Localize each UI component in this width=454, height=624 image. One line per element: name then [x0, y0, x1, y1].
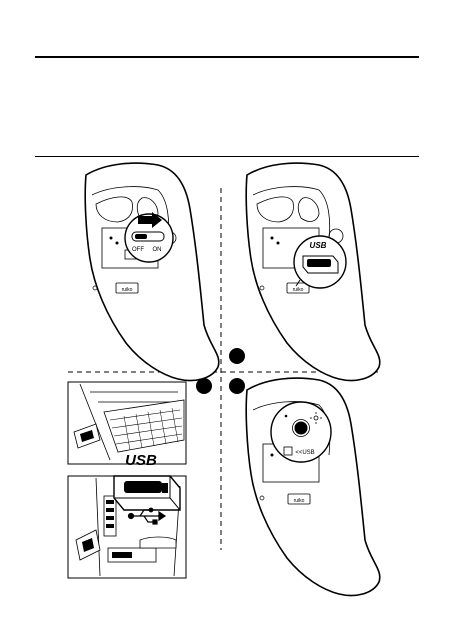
connect-mode-label: <<USB — [295, 450, 314, 456]
receiver-usb-label: USB — [310, 241, 327, 250]
mouse-underside-switch: ruiko OFF ON — [85, 163, 219, 380]
callout-usb-label: USB — [125, 452, 157, 469]
usb-receiver-icon — [307, 259, 331, 267]
badge-label-2: ruiko — [293, 287, 304, 293]
connect-button-icon — [295, 422, 307, 434]
badge-label-3: ruiko — [294, 498, 305, 504]
badge-label-1: ruiko — [122, 287, 133, 293]
switch-on-label: ON — [153, 247, 162, 253]
mouse-underside-connect: ruiko <<USB — [246, 378, 380, 595]
switch-off-label: OFF — [132, 247, 144, 253]
step-dot-2 — [229, 348, 245, 364]
mouse-underside-receiver: ruiko USB — [246, 163, 380, 380]
step-dot-4 — [229, 378, 245, 394]
